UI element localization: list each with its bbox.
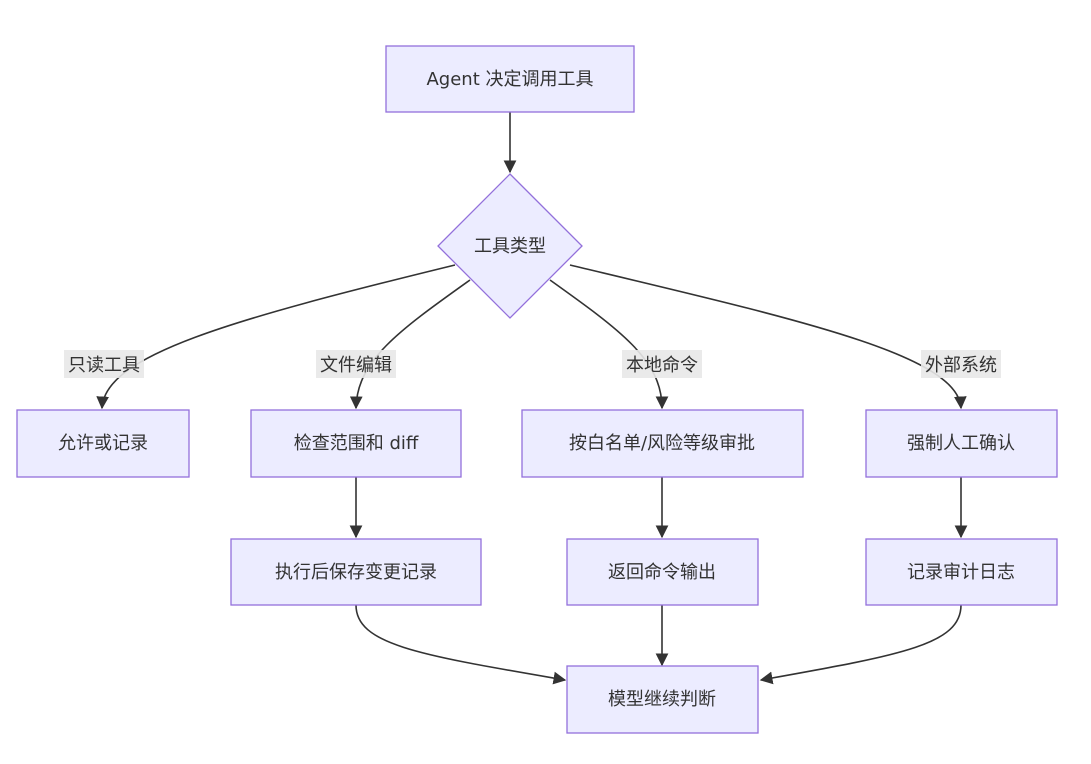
node-confirm-label: 强制人工确认 — [907, 433, 1015, 454]
edge-label-file-edit-text: 文件编辑 — [320, 355, 392, 376]
node-decision: 工具类型 — [437, 173, 583, 319]
node-check-diff: 检查范围和 diff — [250, 409, 462, 478]
node-audit-log: 记录审计日志 — [865, 538, 1058, 606]
node-approve: 按白名单/风险等级审批 — [521, 409, 804, 478]
edge-label-file-edit: 文件编辑 — [316, 350, 396, 378]
edge-decision-to-approve — [549, 279, 669, 410]
node-allow-label: 允许或记录 — [58, 433, 148, 454]
edge-label-readonly: 只读工具 — [64, 350, 144, 378]
node-decision-label: 工具类型 — [474, 236, 546, 257]
edge-label-external: 外部系统 — [921, 350, 1001, 378]
node-start: Agent 决定调用工具 — [385, 45, 635, 113]
node-start-label: Agent 决定调用工具 — [426, 69, 593, 90]
node-save-change-label: 执行后保存变更记录 — [275, 562, 437, 583]
edge-label-local-cmd-text: 本地命令 — [626, 355, 698, 376]
node-confirm: 强制人工确认 — [865, 409, 1058, 478]
edge-audit-log-to-continue — [759, 604, 962, 685]
edge-decision-to-allow — [96, 264, 456, 410]
edge-decision-to-confirm — [569, 264, 967, 410]
edge-label-external-text: 外部系统 — [925, 355, 997, 376]
edge-label-local-cmd: 本地命令 — [622, 350, 702, 378]
edge-label-readonly-text: 只读工具 — [68, 355, 140, 376]
node-check-diff-label: 检查范围和 diff — [294, 433, 419, 454]
node-allow: 允许或记录 — [16, 409, 190, 478]
node-return-output-label: 返回命令输出 — [608, 562, 716, 583]
edge-decision-to-check-diff — [349, 279, 471, 410]
node-audit-log-label: 记录审计日志 — [907, 562, 1015, 583]
node-save-change: 执行后保存变更记录 — [230, 538, 482, 606]
node-continue: 模型继续判断 — [566, 665, 759, 734]
node-approve-label: 按白名单/风险等级审批 — [569, 433, 755, 454]
node-continue-label: 模型继续判断 — [608, 689, 716, 710]
node-return-output: 返回命令输出 — [566, 538, 759, 606]
edge-save-change-to-continue — [355, 604, 567, 685]
